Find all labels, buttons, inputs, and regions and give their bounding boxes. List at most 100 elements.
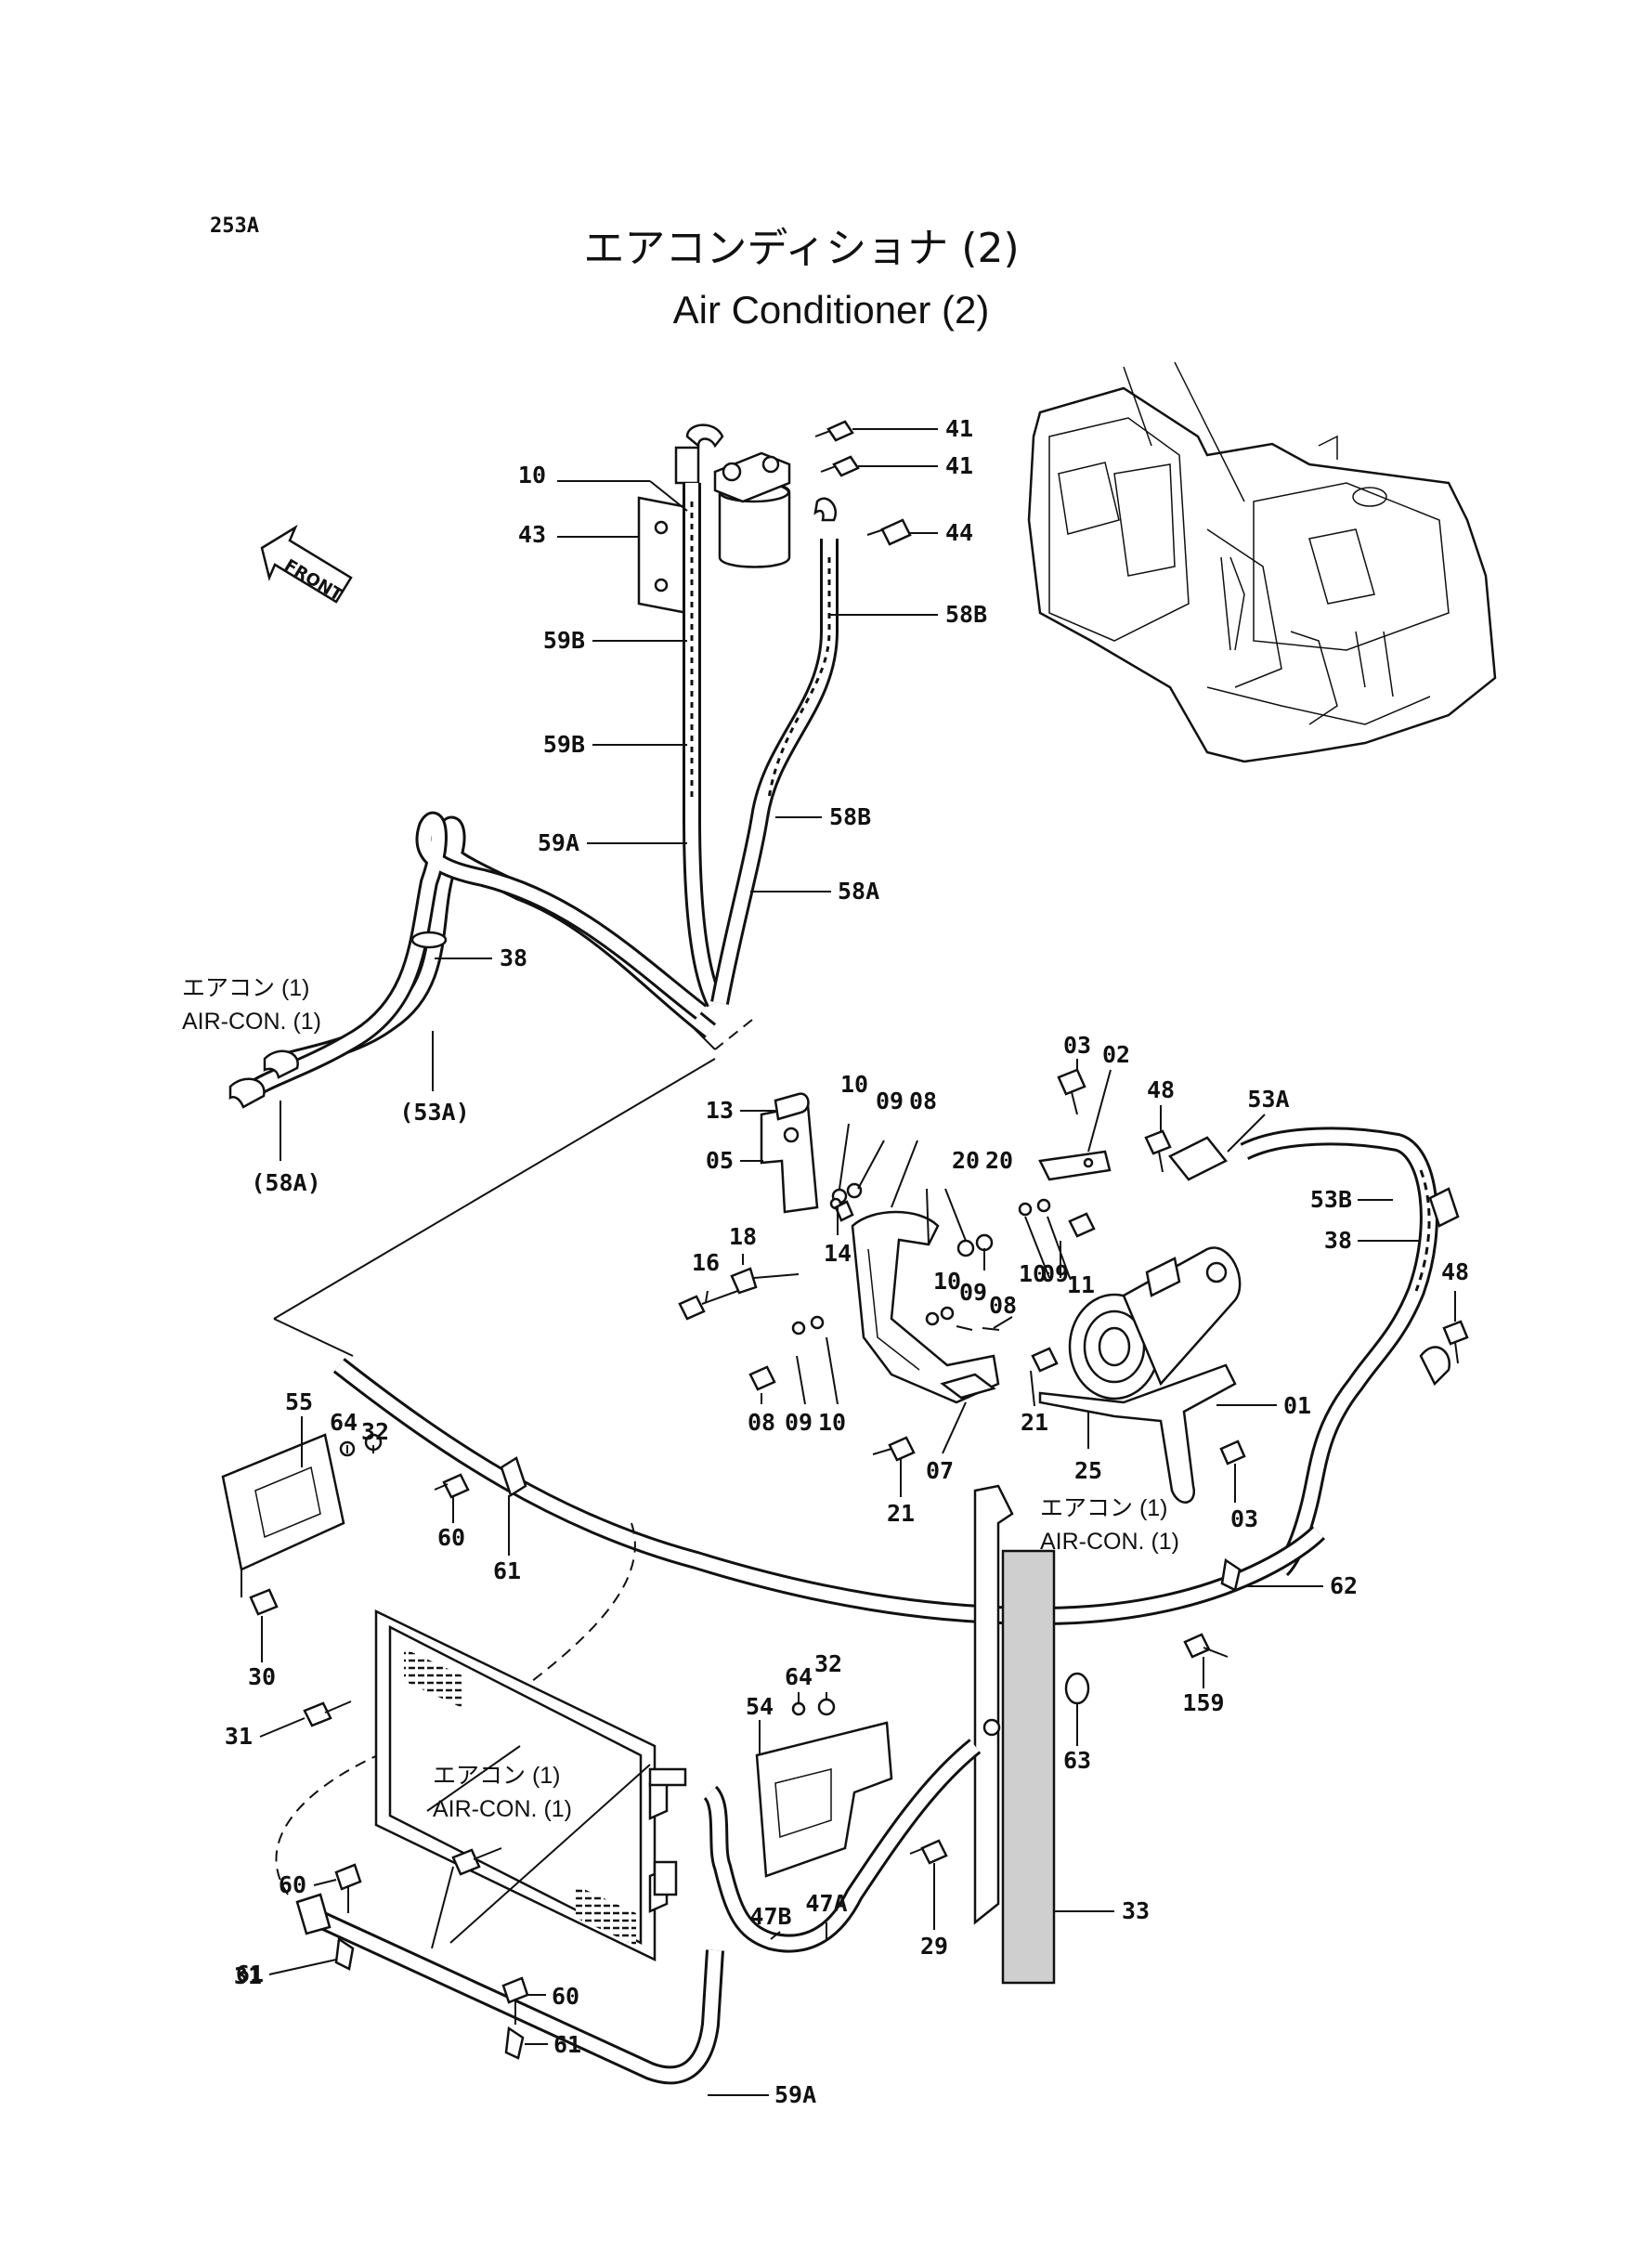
receiver-dryer-assembly [637,423,837,615]
callout-48-right: 48 [1441,1258,1469,1285]
note-ref-condenser-jp: エアコン (1) [433,1763,561,1789]
callout-47a: 47A [805,1890,847,1917]
callout-64-right: 64 [785,1663,813,1690]
sheet-code: 253A [210,215,259,238]
callout-58a-top: 58A [838,878,879,905]
panel-33 [973,1484,1056,1985]
compressor-bracket [851,1210,1000,1404]
callout-08-bottom: 08 [748,1409,775,1436]
callout-48-top: 48 [1147,1076,1175,1103]
title-english: Air Conditioner (2) [673,288,990,332]
spacer-13 [774,1092,810,1121]
callout-54: 54 [746,1693,774,1720]
machine-overview-sketch [1027,361,1497,763]
callout-30: 30 [248,1663,276,1690]
callout-20-left: 20 [952,1147,980,1174]
callout-05: 05 [706,1147,734,1174]
callout-31-upper: 31 [225,1723,253,1750]
callout-59a-top: 59A [538,829,579,856]
dashed-pipe-route-center [519,1522,636,1691]
callout-53a-right: 53A [1247,1086,1289,1113]
bracket-55 [221,1433,345,1597]
leader-lines [259,428,1456,2096]
title-japanese: エアコンディショナ (2) [583,225,1019,272]
callout-31-lower: 31 [234,1962,262,1989]
callout-21-left: 21 [887,1500,915,1527]
callout-60-bottom: 60 [552,1983,579,2010]
callout-32-right: 32 [814,1650,842,1677]
note-ref-condenser: エアコン (1) AIR-CON. (1) [433,1763,572,1822]
callout-62: 62 [1330,1572,1358,1599]
callout-09-mid: 09 [876,1088,904,1114]
callout-64-left: 64 [330,1409,358,1436]
callout-59b-upper: 59B [543,627,585,654]
note-ref-left: エアコン (1) AIR-CON. (1) [182,975,321,1035]
callout-60-top: 60 [437,1524,465,1551]
compressor [1068,1246,1242,1401]
note-ref-left-jp: エアコン (1) [182,975,310,1001]
callout-14: 14 [824,1240,852,1267]
front-arrow-icon: FRONT [260,524,353,606]
callout-47b: 47B [749,1903,791,1930]
callout-53b: 53B [1310,1186,1352,1213]
connection-line-top [714,1019,753,1050]
hose-53-right [1168,1127,1460,1577]
callout-32-left: 32 [361,1418,389,1445]
note-ref-condenser-en: AIR-CON. (1) [433,1796,572,1822]
callout-41-lower: 41 [945,452,973,479]
callout-10-mid: 10 [840,1071,868,1098]
callout-08-mid: 08 [909,1088,937,1114]
condenser [374,1609,669,1961]
callout-59b-lower: 59B [543,731,585,758]
callout-44: 44 [945,519,973,546]
callout-16: 16 [692,1249,720,1276]
callout-20-right: 20 [985,1147,1013,1174]
callout-55: 55 [285,1388,313,1415]
callout-25: 25 [1074,1457,1102,1484]
bracket-54 [755,1721,893,1878]
bolt-41-lower [820,455,860,477]
bracket-25 [1038,1363,1237,1504]
callout-10-lower: 10 [933,1268,961,1295]
dashed-pipe-route-lower [275,1745,400,1896]
callout-63: 63 [1063,1747,1091,1774]
callout-09-lower: 09 [959,1279,987,1306]
callout-10-right: 10 [1019,1260,1047,1287]
routing-line-left [273,1058,716,1320]
bracket-02 [1038,1150,1112,1181]
condenser-fins-top [404,1648,464,1709]
hose-58 [710,539,839,1005]
callout-02: 02 [1102,1041,1130,1068]
callout-08-lower: 08 [989,1292,1017,1319]
callout-53a-paren: (53A) [399,1099,469,1126]
hose-47 [648,1739,982,1953]
callout-33: 33 [1122,1897,1150,1924]
note-ref-compressor: エアコン (1) AIR-CON. (1) [1040,1495,1179,1555]
callout-03-top: 03 [1063,1032,1091,1059]
pipe-59a-bottom [295,1893,724,2085]
bracket-05 [760,1103,819,1214]
callout-58a-paren: (58A) [251,1169,320,1196]
callout-159: 159 [1182,1689,1224,1716]
pipe-61-clamp [500,1456,1242,1592]
note-ref-left-en: AIR-CON. (1) [182,1009,321,1035]
callouts: 41 41 10 43 44 59B 58B 59B 58B 59A 58A 3… [225,415,1469,2108]
callout-07: 07 [926,1457,954,1484]
callout-03-right: 03 [1230,1505,1258,1532]
callout-60-left: 60 [279,1871,306,1898]
seal-33 [1001,1549,1056,1985]
callout-61-left-visible: 61 [236,1961,264,1987]
callout-21-right: 21 [1021,1409,1048,1436]
callout-58b-upper: 58B [945,601,987,628]
bolt-41-upper [814,420,854,442]
callout-10-top: 10 [518,462,546,489]
callout-11: 11 [1067,1271,1095,1298]
hose-53a-58a-left [228,811,717,1109]
callout-13: 13 [706,1097,734,1124]
callout-10-bottom: 10 [818,1409,846,1436]
callout-59a-bottom: 59A [774,2081,816,2108]
condenser-fins-bottom [576,1885,636,1946]
callout-09-right: 09 [1041,1260,1069,1287]
hose-59 [683,483,724,1008]
